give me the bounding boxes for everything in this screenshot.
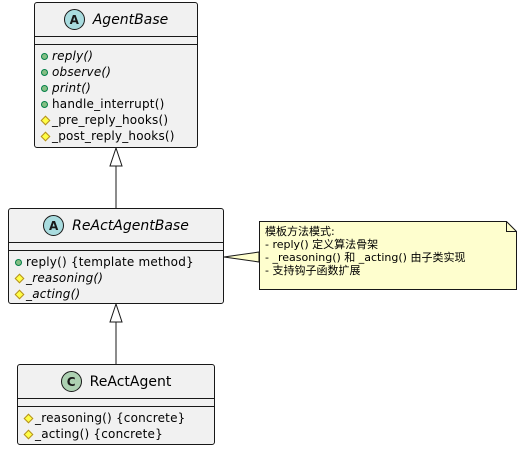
method-row: _acting() (14, 286, 223, 302)
method-name: _post_reply_hooks() (52, 129, 175, 143)
method-name: _pre_reply_hooks() (52, 113, 169, 127)
public-visibility-icon (41, 100, 48, 108)
method-row: print() (41, 80, 197, 96)
method-row: _reasoning() (14, 270, 223, 286)
method-name: observe() (52, 65, 112, 79)
public-visibility-icon (41, 52, 48, 60)
method-name: _reasoning() {concrete} (35, 411, 186, 425)
class-agentbase: A AgentBase reply() observe() print() ha… (34, 2, 198, 148)
protected-visibility-icon (23, 429, 34, 439)
class-name: ReActAgent (89, 373, 172, 390)
protected-visibility-icon (14, 289, 25, 299)
protected-visibility-icon (23, 413, 34, 423)
method-name: _acting() {concrete} (35, 427, 163, 441)
class-header: C ReActAgent (18, 365, 214, 398)
attributes-compartment (18, 399, 214, 406)
note-line: 模板方法模式: (265, 225, 335, 238)
attributes-compartment (9, 243, 223, 250)
public-visibility-icon (41, 68, 48, 76)
method-row: reply() (41, 48, 197, 64)
methods-compartment: reply() observe() print() handle_interru… (35, 45, 197, 146)
class-name: AgentBase (92, 11, 169, 28)
method-row: observe() (41, 64, 197, 80)
method-row: _acting() {concrete} (23, 426, 214, 442)
method-name: handle_interrupt() (52, 97, 165, 111)
class-header: A ReActAgentBase (9, 209, 223, 242)
method-name: _acting() (26, 287, 81, 301)
method-row: _post_reply_hooks() (40, 128, 197, 144)
methods-compartment: _reasoning() {concrete} _acting() {concr… (18, 407, 214, 444)
note-connector (223, 251, 260, 263)
class-reactagent: C ReActAgent _reasoning() {concrete} _ac… (17, 364, 215, 445)
method-row: _reasoning() {concrete} (23, 410, 214, 426)
abstract-class-badge-icon: A (43, 215, 65, 236)
class-reactagentbase: A ReActAgentBase reply() {template metho… (8, 208, 224, 304)
inheritance-arrowhead (109, 146, 123, 167)
attributes-compartment (35, 37, 197, 44)
public-visibility-icon (41, 84, 48, 92)
method-name: _reasoning() (26, 271, 104, 285)
class-badge-icon: C (60, 371, 82, 392)
method-row: handle_interrupt() (41, 96, 197, 112)
protected-visibility-icon (14, 273, 25, 283)
note-line: - 支持钩子函数扩展 (265, 264, 361, 277)
abstract-class-badge-icon: A (63, 9, 85, 30)
method-name: reply() {template method} (26, 255, 194, 269)
methods-compartment: reply() {template method} _reasoning() _… (9, 251, 223, 304)
method-name: print() (52, 81, 91, 95)
method-row: reply() {template method} (15, 254, 223, 270)
method-name: reply() (52, 49, 94, 63)
protected-visibility-icon (40, 131, 51, 141)
class-header: A AgentBase (35, 3, 197, 36)
template-method-note: 模板方法模式: - reply() 定义算法骨架 - _reasoning() … (259, 221, 517, 290)
note-fold (506, 221, 517, 232)
inheritance-arrowhead (109, 302, 123, 323)
note-line: - _reasoning() 和 _acting() 由子类实现 (265, 251, 466, 264)
note-text: 模板方法模式: - reply() 定义算法骨架 - _reasoning() … (265, 225, 465, 277)
method-row: _pre_reply_hooks() (40, 112, 197, 128)
protected-visibility-icon (40, 115, 51, 125)
note-line: - reply() 定义算法骨架 (265, 238, 379, 251)
public-visibility-icon (15, 258, 22, 266)
class-name: ReActAgentBase (72, 217, 189, 234)
